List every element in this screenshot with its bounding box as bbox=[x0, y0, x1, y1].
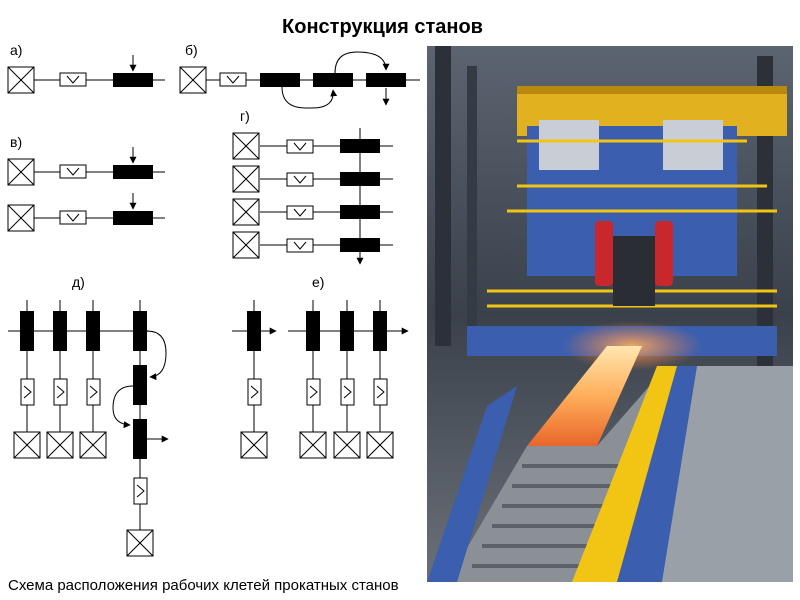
work-stand bbox=[133, 419, 147, 459]
work-stand bbox=[340, 311, 354, 351]
gearbox-icon bbox=[287, 239, 313, 252]
mill-layout-schemes bbox=[0, 0, 425, 575]
motor-icon bbox=[334, 432, 360, 458]
work-stand bbox=[313, 73, 353, 87]
gearbox-icon bbox=[60, 211, 86, 224]
motor-icon bbox=[300, 432, 326, 458]
work-stand bbox=[133, 311, 147, 351]
motor-icon bbox=[241, 432, 267, 458]
motor-icon bbox=[233, 133, 259, 159]
motor-icon bbox=[8, 205, 34, 231]
work-stand bbox=[20, 311, 34, 351]
work-stand bbox=[340, 238, 380, 252]
work-stand bbox=[113, 165, 153, 179]
gearbox-icon bbox=[287, 206, 313, 219]
work-stand bbox=[113, 73, 153, 87]
scheme-b-diagram bbox=[180, 52, 420, 108]
gearbox-icon bbox=[374, 379, 387, 405]
gearbox-icon bbox=[60, 165, 86, 178]
motor-icon bbox=[180, 67, 206, 93]
scheme-g-diagram bbox=[233, 128, 393, 264]
gearbox-icon bbox=[248, 379, 261, 405]
motor-icon bbox=[8, 67, 34, 93]
scheme-a-diagram bbox=[8, 55, 165, 93]
gearbox-icon bbox=[87, 379, 100, 405]
work-stand bbox=[133, 365, 147, 405]
scheme-e-diagram bbox=[232, 300, 408, 458]
gearbox-icon bbox=[220, 73, 246, 86]
motor-icon bbox=[47, 432, 73, 458]
motor-icon bbox=[127, 530, 153, 556]
work-stand bbox=[306, 311, 320, 351]
gearbox-icon bbox=[134, 478, 147, 504]
gearbox-icon bbox=[287, 173, 313, 186]
work-stand bbox=[247, 311, 261, 351]
motor-icon bbox=[233, 232, 259, 258]
motor-icon bbox=[8, 159, 34, 185]
motor-icon bbox=[80, 432, 106, 458]
motor-icon bbox=[233, 199, 259, 225]
figure-caption: Схема расположения рабочих клетей прокат… bbox=[8, 577, 399, 594]
scheme-v-diagram bbox=[8, 147, 165, 231]
work-stand bbox=[340, 139, 380, 153]
motor-icon bbox=[14, 432, 40, 458]
work-stand bbox=[340, 172, 380, 186]
rolling-mill-photo bbox=[427, 46, 793, 582]
work-stand bbox=[340, 205, 380, 219]
work-stand bbox=[366, 73, 406, 87]
gearbox-icon bbox=[21, 379, 34, 405]
motor-icon bbox=[367, 432, 393, 458]
gearbox-icon bbox=[307, 379, 320, 405]
work-stand bbox=[373, 311, 387, 351]
gearbox-icon bbox=[287, 140, 313, 153]
work-stand bbox=[260, 73, 300, 87]
work-stand bbox=[113, 211, 153, 225]
scheme-d-diagram bbox=[8, 300, 168, 556]
motor-icon bbox=[233, 166, 259, 192]
gearbox-icon bbox=[341, 379, 354, 405]
work-stand bbox=[86, 311, 100, 351]
work-stand bbox=[53, 311, 67, 351]
gearbox-icon bbox=[54, 379, 67, 405]
gearbox-icon bbox=[60, 73, 86, 86]
